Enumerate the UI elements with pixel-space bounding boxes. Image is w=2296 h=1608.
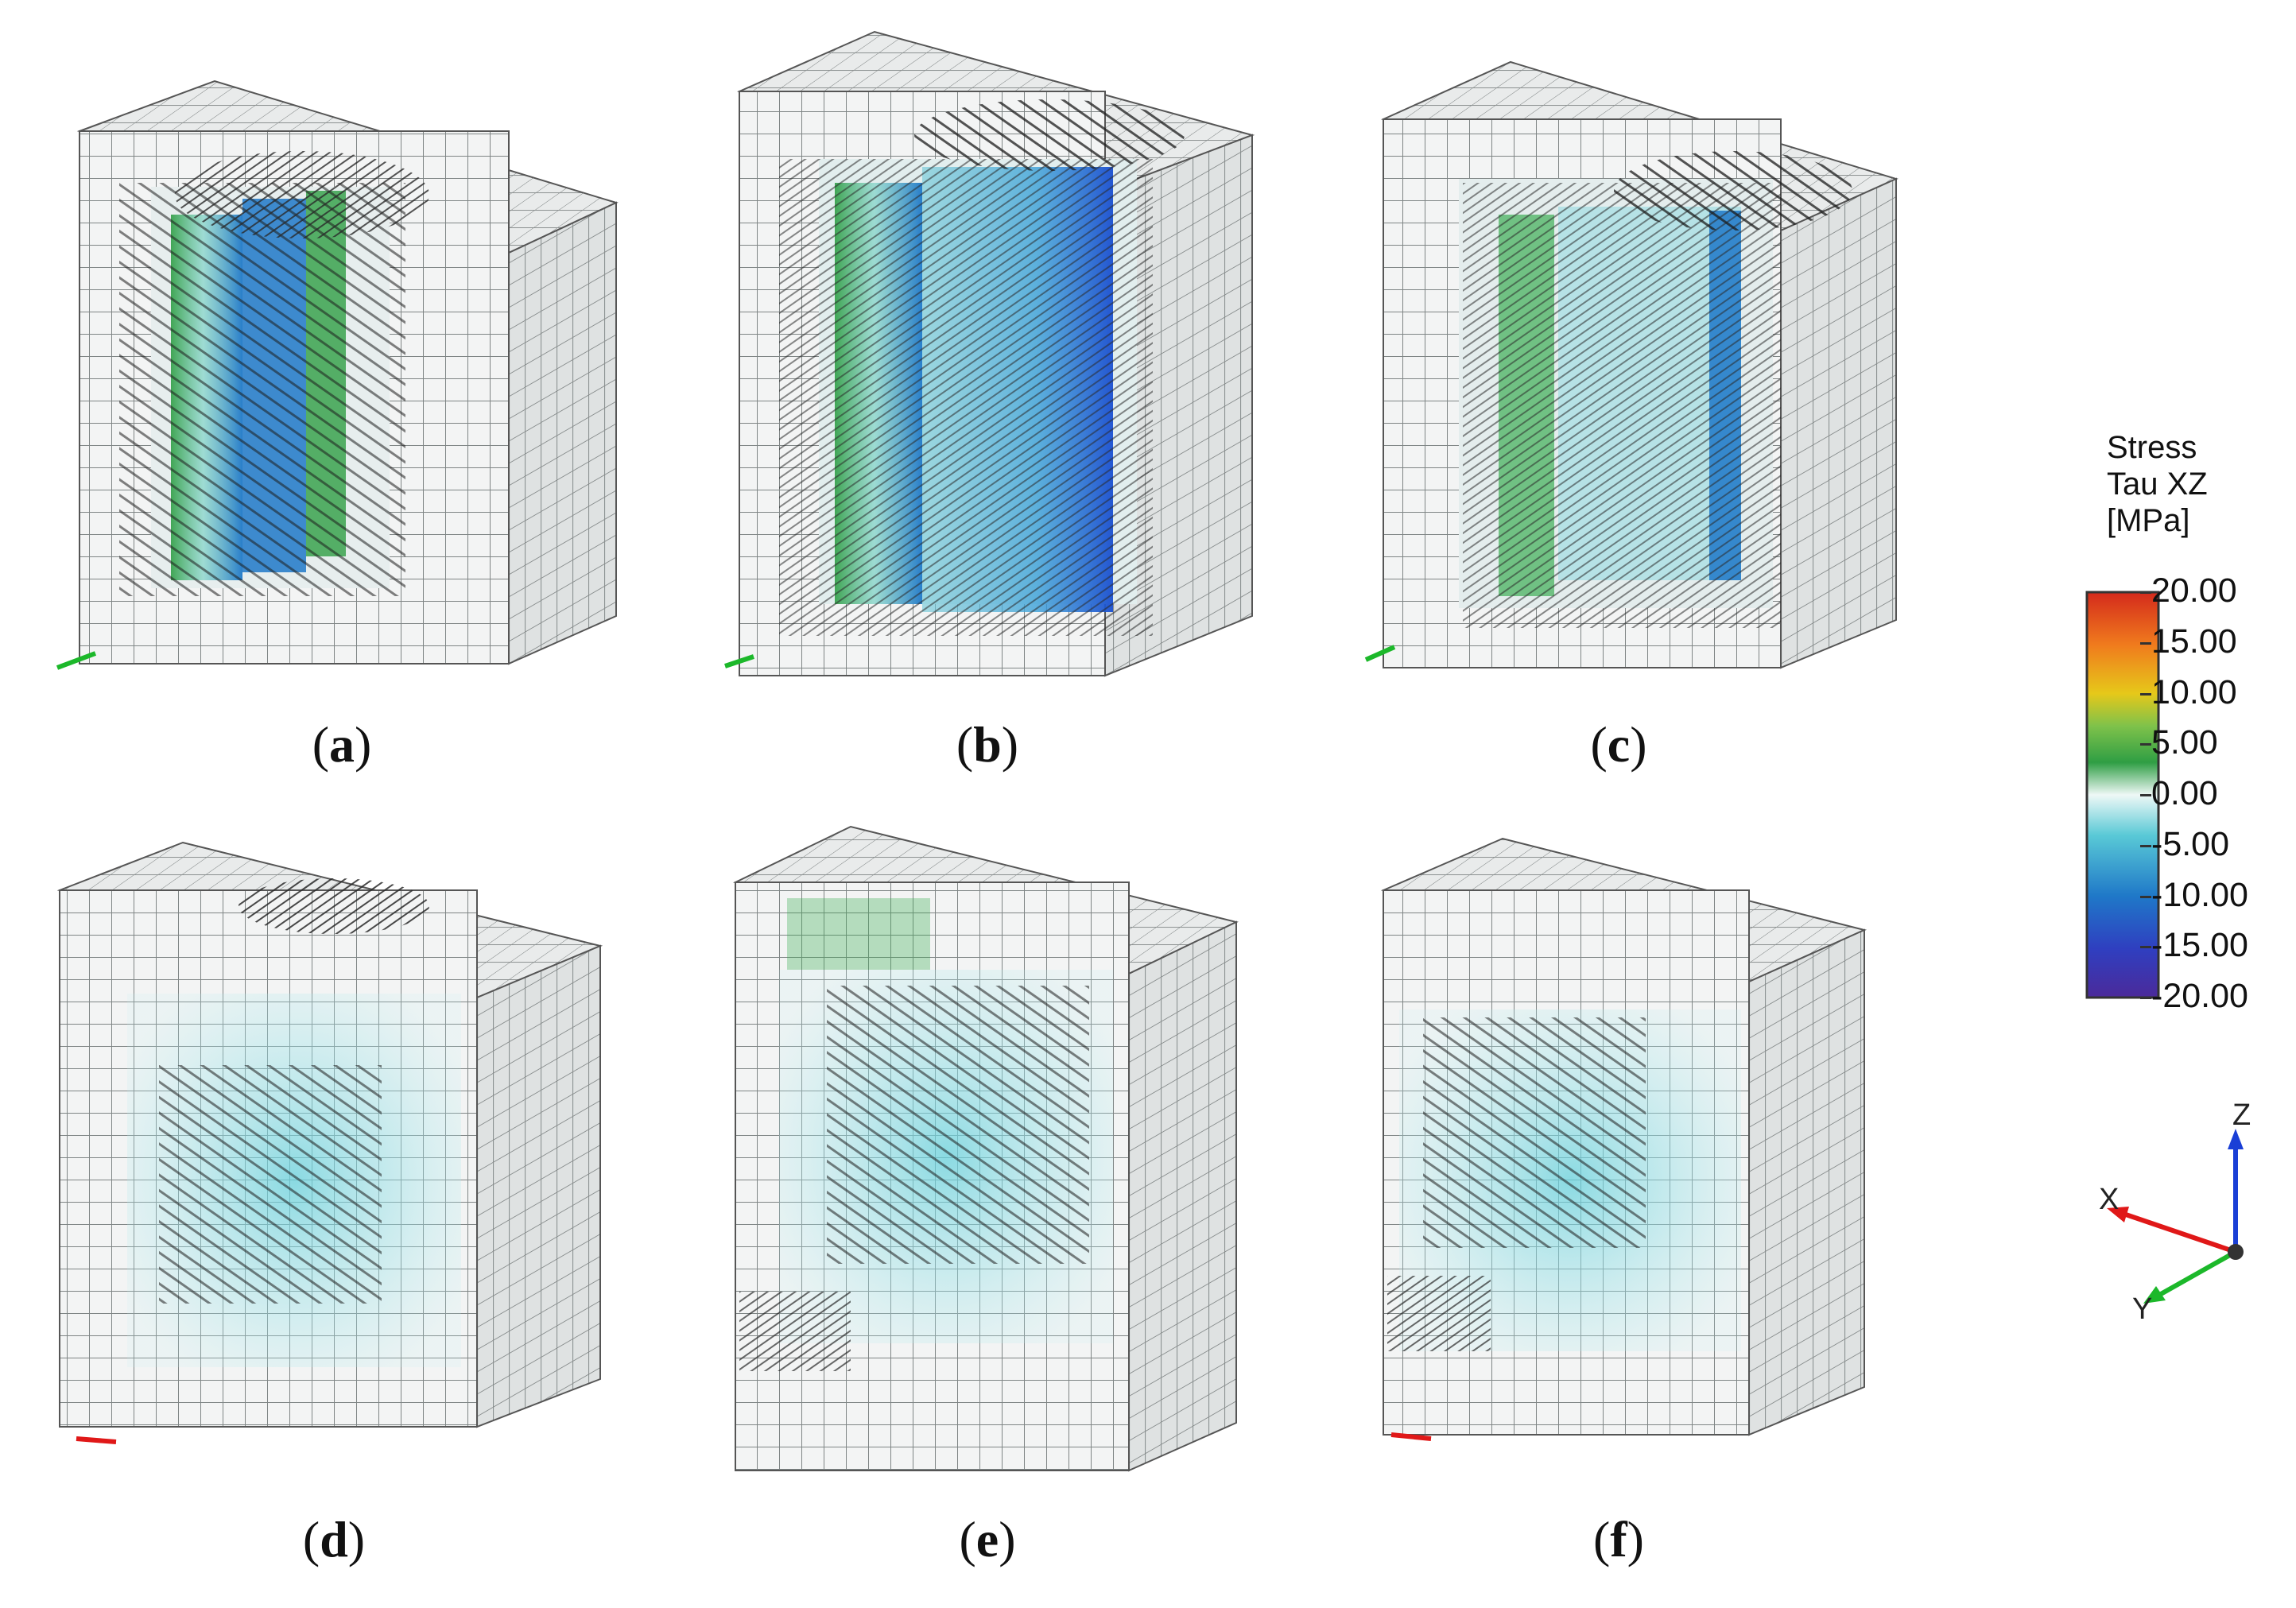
- y-axis-line: [2159, 1250, 2237, 1296]
- mesh-refined-corner: [1387, 1276, 1491, 1351]
- axis-stub: [76, 1436, 117, 1444]
- axis-triad: Z X Y: [2091, 1097, 2290, 1335]
- top-vector-fan: [175, 151, 429, 238]
- legend-title-line3: [MPa]: [2107, 503, 2190, 538]
- axis-stub: [1390, 1432, 1432, 1441]
- stress-legend: Stress Tau XZ [MPa] 20.00 15.00 10.00 5.00 0…: [2067, 429, 2296, 1033]
- x-axis-line: [2125, 1212, 2236, 1254]
- y-axis-arrowhead: [2143, 1286, 2166, 1304]
- legend-tick-mark: [2140, 591, 2151, 594]
- legend-tick-mark: [2140, 895, 2151, 898]
- block-side-face: [1748, 928, 1865, 1436]
- principal-stress-vectors: [1423, 1017, 1646, 1248]
- legend-tick-label: -10.00: [2151, 875, 2248, 914]
- principal-stress-vectors: [827, 986, 1089, 1264]
- legend-tick-label: 20.00: [2151, 572, 2237, 610]
- axis-origin: [2228, 1244, 2244, 1260]
- panel-label-e: (e): [959, 1511, 1016, 1567]
- legend-tick-label: 10.00: [2151, 672, 2237, 711]
- panel-label-a: (a): [312, 716, 372, 773]
- mesh-refined-corner: [739, 1292, 851, 1371]
- legend-tick-mark: [2140, 641, 2151, 645]
- y-axis-label: Y: [2132, 1292, 2153, 1326]
- principal-stress-vectors: [159, 1065, 382, 1304]
- legend-tick-label: -15.00: [2151, 926, 2248, 965]
- z-axis-label: Z: [2232, 1098, 2251, 1132]
- legend-tick-mark: [2140, 844, 2151, 847]
- panel-e-model: [733, 825, 1239, 1472]
- block-side-face: [1128, 920, 1237, 1472]
- legend-tick-mark: [2140, 794, 2151, 796]
- legend-tick-label: -5.00: [2151, 824, 2230, 863]
- top-vector-fan: [914, 99, 1185, 171]
- z-axis-arrowhead: [2228, 1129, 2244, 1149]
- legend-tick-mark: [2140, 743, 2151, 746]
- panel-f-model: [1380, 837, 1867, 1441]
- axis-stub: [56, 651, 97, 670]
- block-side-face: [1780, 177, 1897, 669]
- panel-label-c: (c): [1590, 716, 1647, 773]
- block-side-face: [476, 944, 601, 1428]
- axis-stub: [1364, 645, 1396, 662]
- panel-d-model: [56, 841, 603, 1444]
- panel-c-model: [1364, 60, 1898, 669]
- legend-tick-label: 5.00: [2151, 723, 2218, 762]
- panel-a-model: [56, 79, 619, 670]
- legend-tick-mark: [2140, 692, 2151, 696]
- axis-triad-svg: [2107, 1129, 2244, 1304]
- panel-label-b: (b): [956, 716, 1019, 773]
- top-vector-fan: [239, 878, 429, 934]
- legend-title-line2: Tau XZ: [2107, 467, 2208, 502]
- legend-tick-label: -20.00: [2151, 977, 2248, 1015]
- panel-label-d: (d): [302, 1511, 366, 1567]
- x-axis-label: X: [2099, 1183, 2120, 1216]
- top-vector-fan: [1614, 151, 1852, 231]
- legend-tick-label: 0.00: [2151, 774, 2218, 812]
- axis-stub: [724, 654, 754, 668]
- principal-stress-vectors: [779, 159, 1153, 636]
- stress-shading-top: [787, 898, 930, 970]
- panel-b-model: [724, 30, 1255, 677]
- panel-label-f: (f): [1593, 1511, 1644, 1567]
- legend-title-line1: Stress: [2107, 430, 2197, 465]
- x-axis-arrowhead: [2107, 1207, 2129, 1222]
- principal-stress-vectors: [1463, 183, 1781, 628]
- legend-tick-mark: [2140, 946, 2151, 949]
- legend-tick-label: 15.00: [2151, 622, 2237, 661]
- block-side-face: [508, 201, 617, 665]
- legend-tick-mark: [2140, 997, 2151, 999]
- principal-stress-vectors: [119, 183, 405, 596]
